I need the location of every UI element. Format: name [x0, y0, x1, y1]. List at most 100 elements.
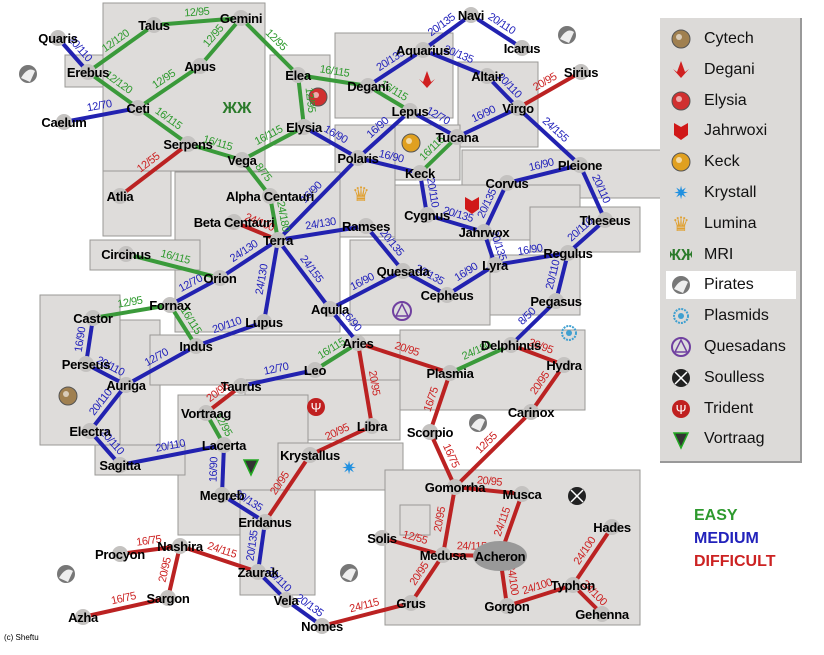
route-line[interactable] [136, 106, 190, 146]
route-line[interactable] [125, 344, 197, 387]
route-nashira-procyon[interactable]: 16/75 [119, 533, 181, 556]
system-gehenna[interactable]: Gehenna [575, 606, 630, 622]
system-marker[interactable] [290, 67, 306, 83]
system-marker[interactable] [556, 357, 572, 373]
system-marker[interactable] [80, 64, 96, 80]
system-taurus[interactable]: Taurus [221, 378, 262, 394]
route-talus-gemini[interactable]: 12/95 [153, 6, 242, 27]
system-marker[interactable] [487, 257, 503, 273]
system-marker[interactable] [597, 212, 613, 228]
system-aquarius[interactable]: Aquarius [396, 42, 450, 58]
system-indus[interactable]: Indus [179, 338, 213, 354]
system-talus[interactable]: Talus [138, 17, 170, 33]
route-line[interactable] [409, 109, 458, 139]
route-line[interactable] [119, 443, 225, 467]
legend-item-lumina[interactable]: ♛Lumina [666, 210, 794, 238]
system-elysia[interactable]: Elysia [286, 119, 323, 135]
system-musca[interactable]: Musca [503, 486, 543, 502]
system-eridanus[interactable]: Eridanus [238, 514, 292, 530]
system-marker[interactable] [256, 314, 272, 330]
system-icarus[interactable]: Icarus [504, 40, 541, 56]
route-line[interactable] [220, 493, 267, 524]
system-marker[interactable] [233, 10, 249, 26]
route-line[interactable] [92, 303, 171, 320]
legend-item-plasmids[interactable]: Plasmids [666, 302, 794, 330]
route-line[interactable] [571, 525, 614, 587]
route-line[interactable] [421, 13, 473, 52]
system-sargon[interactable]: Sargon [147, 590, 190, 606]
route-line[interactable] [402, 269, 448, 297]
system-jahrwox[interactable]: Jahrwox [459, 224, 511, 240]
system-marker[interactable] [422, 424, 438, 440]
route-line[interactable] [276, 156, 360, 242]
route-line[interactable] [277, 224, 367, 242]
system-marker[interactable] [322, 301, 338, 317]
system-medusa[interactable]: Medusa [420, 547, 468, 563]
route-line[interactable] [356, 109, 412, 160]
route-line[interactable] [297, 73, 369, 88]
system-tucana[interactable]: Tucana [436, 129, 480, 145]
route-line[interactable] [578, 164, 607, 221]
system-solis[interactable]: Solis [367, 530, 397, 546]
route-line[interactable] [509, 299, 558, 347]
system-cygnus[interactable]: Cygnus [404, 207, 450, 223]
route-lyra-regulus[interactable]: 16/90 [494, 242, 569, 267]
route-line[interactable] [276, 238, 332, 311]
system-cepheus[interactable]: Cepheus [421, 287, 474, 303]
system-alpha-centauri[interactable]: Alpha Centauri [226, 188, 314, 204]
legend-item-degani[interactable]: Degani [666, 56, 794, 84]
system-nomes[interactable]: Nomes [301, 618, 343, 634]
system-marker[interactable] [192, 58, 208, 74]
system-vela[interactable]: Vela [274, 592, 300, 608]
system-hades[interactable]: Hades [593, 519, 631, 535]
system-marker[interactable] [463, 7, 479, 23]
system-aquila[interactable]: Aquila [311, 301, 350, 317]
route-line[interactable] [366, 48, 425, 88]
system-auriga[interactable]: Auriga [106, 377, 147, 393]
route-line[interactable] [241, 125, 305, 162]
system-perseus[interactable]: Perseus [62, 356, 111, 372]
system-marker[interactable] [180, 136, 196, 152]
system-aries[interactable]: Aries [342, 335, 374, 351]
system-lacerta[interactable]: Lacerta [202, 437, 247, 453]
system-marker[interactable] [523, 404, 539, 420]
system-castor[interactable]: Castor [73, 310, 113, 326]
system-marker[interactable] [350, 335, 366, 351]
system-megreb[interactable]: Megreb [200, 487, 245, 503]
system-marker[interactable] [296, 119, 312, 135]
system-marker[interactable] [118, 246, 134, 262]
route-line[interactable] [240, 368, 316, 388]
system-krystallus[interactable]: Krystallus [280, 447, 340, 463]
system-virgo[interactable]: Virgo [502, 100, 534, 116]
legend-item-jahrwoxi[interactable]: Jahrwoxi [666, 117, 794, 145]
legend-item-pirates[interactable]: Pirates [666, 271, 796, 300]
route-line[interactable] [366, 84, 412, 113]
route-line[interactable] [482, 182, 509, 233]
system-pegasus[interactable]: Pegasus [530, 293, 582, 309]
system-serpens[interactable]: Serpens [163, 136, 213, 152]
route-line[interactable] [169, 276, 221, 307]
route-line[interactable] [118, 142, 190, 198]
system-ramses[interactable]: Ramses [342, 218, 390, 234]
route-nashira-sargon[interactable]: 20/95 [157, 545, 182, 599]
system-marker[interactable] [473, 541, 527, 571]
system-apus[interactable]: Apus [184, 58, 216, 74]
system-nashira[interactable]: Nashira [157, 538, 204, 554]
route-line[interactable] [445, 263, 497, 297]
route-line[interactable] [554, 252, 570, 302]
system-marker[interactable] [572, 157, 588, 173]
system-erebus[interactable]: Erebus [67, 64, 110, 80]
route-line[interactable] [303, 125, 359, 160]
system-marker[interactable] [302, 447, 318, 463]
system-atlia[interactable]: Atlia [107, 188, 135, 204]
system-vega[interactable]: Vega [227, 152, 258, 168]
system-gorgon[interactable]: Gorgon [484, 598, 530, 614]
system-marker[interactable] [112, 457, 128, 473]
route-line[interactable] [329, 269, 404, 311]
system-marker[interactable] [360, 78, 376, 94]
system-marker[interactable] [234, 152, 250, 168]
route-sargon-azha[interactable]: 16/75 [82, 590, 169, 619]
system-vortraag[interactable]: Vortraag [181, 405, 232, 421]
system-procyon[interactable]: Procyon [95, 546, 146, 562]
route-line[interactable] [313, 341, 360, 372]
